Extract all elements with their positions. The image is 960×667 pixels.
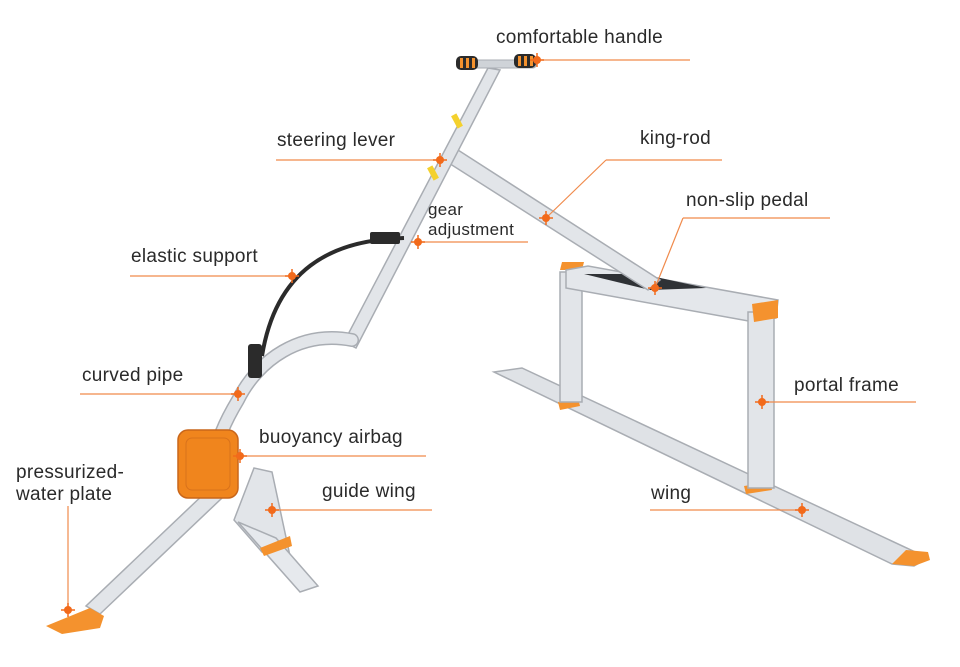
callout-dot-steering bbox=[433, 153, 447, 167]
callout-dot-portal bbox=[755, 395, 769, 409]
label-guide-wing: guide wing bbox=[322, 481, 416, 502]
handlebar bbox=[456, 54, 537, 70]
callout-dot-wing bbox=[795, 503, 809, 517]
callout-dots bbox=[61, 53, 809, 617]
callout-dot-elastic bbox=[285, 269, 299, 283]
label-buoyancy-airbag: buoyancy airbag bbox=[259, 427, 403, 448]
pressurized-water-plate bbox=[46, 608, 104, 634]
label-curved-pipe: curved pipe bbox=[82, 365, 184, 386]
lower-strut bbox=[84, 489, 224, 615]
elastic-support bbox=[248, 232, 405, 378]
label-pressurized-line2: water plate bbox=[16, 484, 113, 505]
label-king-rod: king-rod bbox=[640, 128, 712, 149]
label-non-slip-pedal: non-slip pedal bbox=[686, 190, 809, 211]
label-pressurized-line1: pressurized- bbox=[16, 462, 125, 483]
guide-wing bbox=[233, 467, 320, 593]
label-comfortable-handle: comfortable handle bbox=[496, 27, 664, 48]
callout-dot-king-rod bbox=[539, 211, 553, 225]
label-steering-lever: steering lever bbox=[277, 130, 396, 151]
callout-dot-guide-wing bbox=[265, 503, 279, 517]
steering-lever bbox=[342, 67, 502, 350]
callout-dot-handle bbox=[530, 53, 544, 67]
label-gear-line1: gear bbox=[428, 200, 464, 219]
label-portal-frame: portal frame bbox=[794, 375, 899, 396]
leader-lines bbox=[67, 59, 916, 610]
callout-dot-curved-pipe bbox=[231, 387, 245, 401]
label-elastic-support: elastic support bbox=[131, 246, 259, 267]
callout-dot-plate bbox=[61, 603, 75, 617]
callout-dot-pedal bbox=[648, 281, 662, 295]
callout-dot-gear bbox=[411, 235, 425, 249]
callout-dot-airbag bbox=[233, 449, 247, 463]
label-wing: wing bbox=[651, 483, 692, 504]
buoyancy-airbag bbox=[177, 429, 239, 499]
label-gear-line2: adjustment bbox=[428, 220, 515, 239]
